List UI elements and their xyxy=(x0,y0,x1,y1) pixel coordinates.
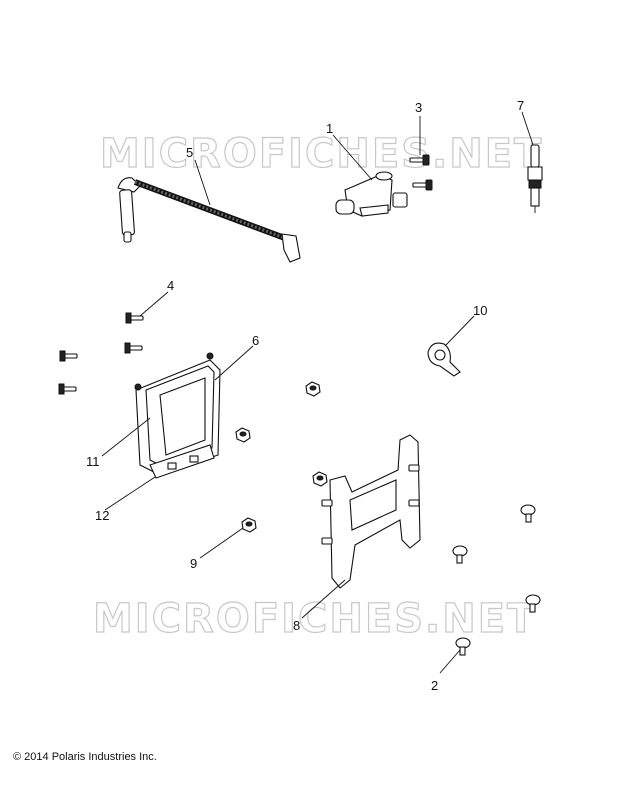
watermark-top: MICROFICHES.NET xyxy=(100,131,543,177)
leader-5 xyxy=(194,159,211,206)
leader-6 xyxy=(214,345,254,381)
nut-a xyxy=(305,381,321,397)
watermark-bottom: MICROFICHES.NET xyxy=(93,596,536,642)
ecu-bolt-b xyxy=(124,342,143,354)
callout-9: 9 xyxy=(190,556,197,571)
leader-1 xyxy=(332,134,373,181)
leader-9 xyxy=(199,527,244,559)
screw-a xyxy=(520,504,536,523)
callout-6: 6 xyxy=(252,333,259,348)
coil-bolt-lower xyxy=(412,179,433,191)
callout-8: 8 xyxy=(293,618,300,633)
ecu-bolt-c xyxy=(59,350,78,362)
nut-b xyxy=(235,427,251,443)
coil-bolt-upper xyxy=(409,154,430,166)
callout-10: 10 xyxy=(473,303,487,318)
callout-11: 11 xyxy=(86,454,100,469)
ecu-bolt-d xyxy=(58,383,77,395)
leader-12 xyxy=(104,476,156,511)
nut-part-9 xyxy=(241,517,257,533)
callout-1: 1 xyxy=(326,121,333,136)
nut-c xyxy=(312,471,328,487)
ignition-coil xyxy=(335,171,408,217)
screw-b xyxy=(452,545,468,564)
copyright-notice: © 2014 Polaris Industries Inc. xyxy=(13,751,157,763)
callout-5: 5 xyxy=(186,145,193,160)
callout-3: 3 xyxy=(415,100,422,115)
leader-8 xyxy=(301,579,346,619)
leader-10 xyxy=(445,315,475,346)
callout-12: 12 xyxy=(95,508,109,523)
spark-plug-wire xyxy=(117,177,301,263)
ecu-bolt-a xyxy=(125,312,144,324)
screw-d xyxy=(455,637,471,656)
leader-7 xyxy=(521,111,534,146)
callout-2: 2 xyxy=(431,678,438,693)
callout-7: 7 xyxy=(517,98,524,113)
leader-11 xyxy=(101,417,151,457)
screw-c xyxy=(525,594,541,613)
leader-2 xyxy=(439,649,461,674)
spark-plug xyxy=(527,144,543,213)
callout-4: 4 xyxy=(167,278,174,293)
clamp xyxy=(427,342,461,377)
leader-4 xyxy=(139,291,169,317)
mounting-bracket xyxy=(321,434,421,589)
ecu-module xyxy=(134,352,221,479)
